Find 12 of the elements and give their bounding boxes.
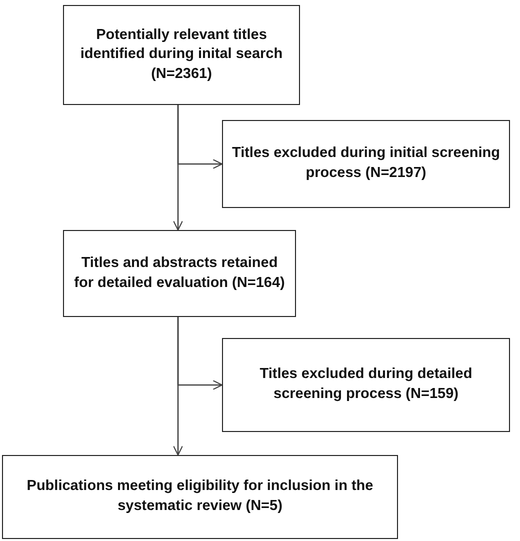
process-box [63,5,300,105]
box-text: Publications meeting eligibility for inclusion in the systematic review (N=5) [26,477,374,516]
box-text: Titles excluded during detailed screening process (N=159) [258,365,474,404]
box-text: Potentially relevant titles identified during inital search (N=2361) [79,26,284,84]
box-text: Titles excluded during initial screening process (N=2197) [231,144,501,183]
process-box [63,230,296,317]
process-box [222,338,510,432]
process-box [222,120,510,208]
box-text: Titles and abstracts retained for detailed evaluation (N=164) [73,254,286,292]
arrow [177,317,223,390]
arrow [177,105,223,170]
process-box [2,455,398,539]
